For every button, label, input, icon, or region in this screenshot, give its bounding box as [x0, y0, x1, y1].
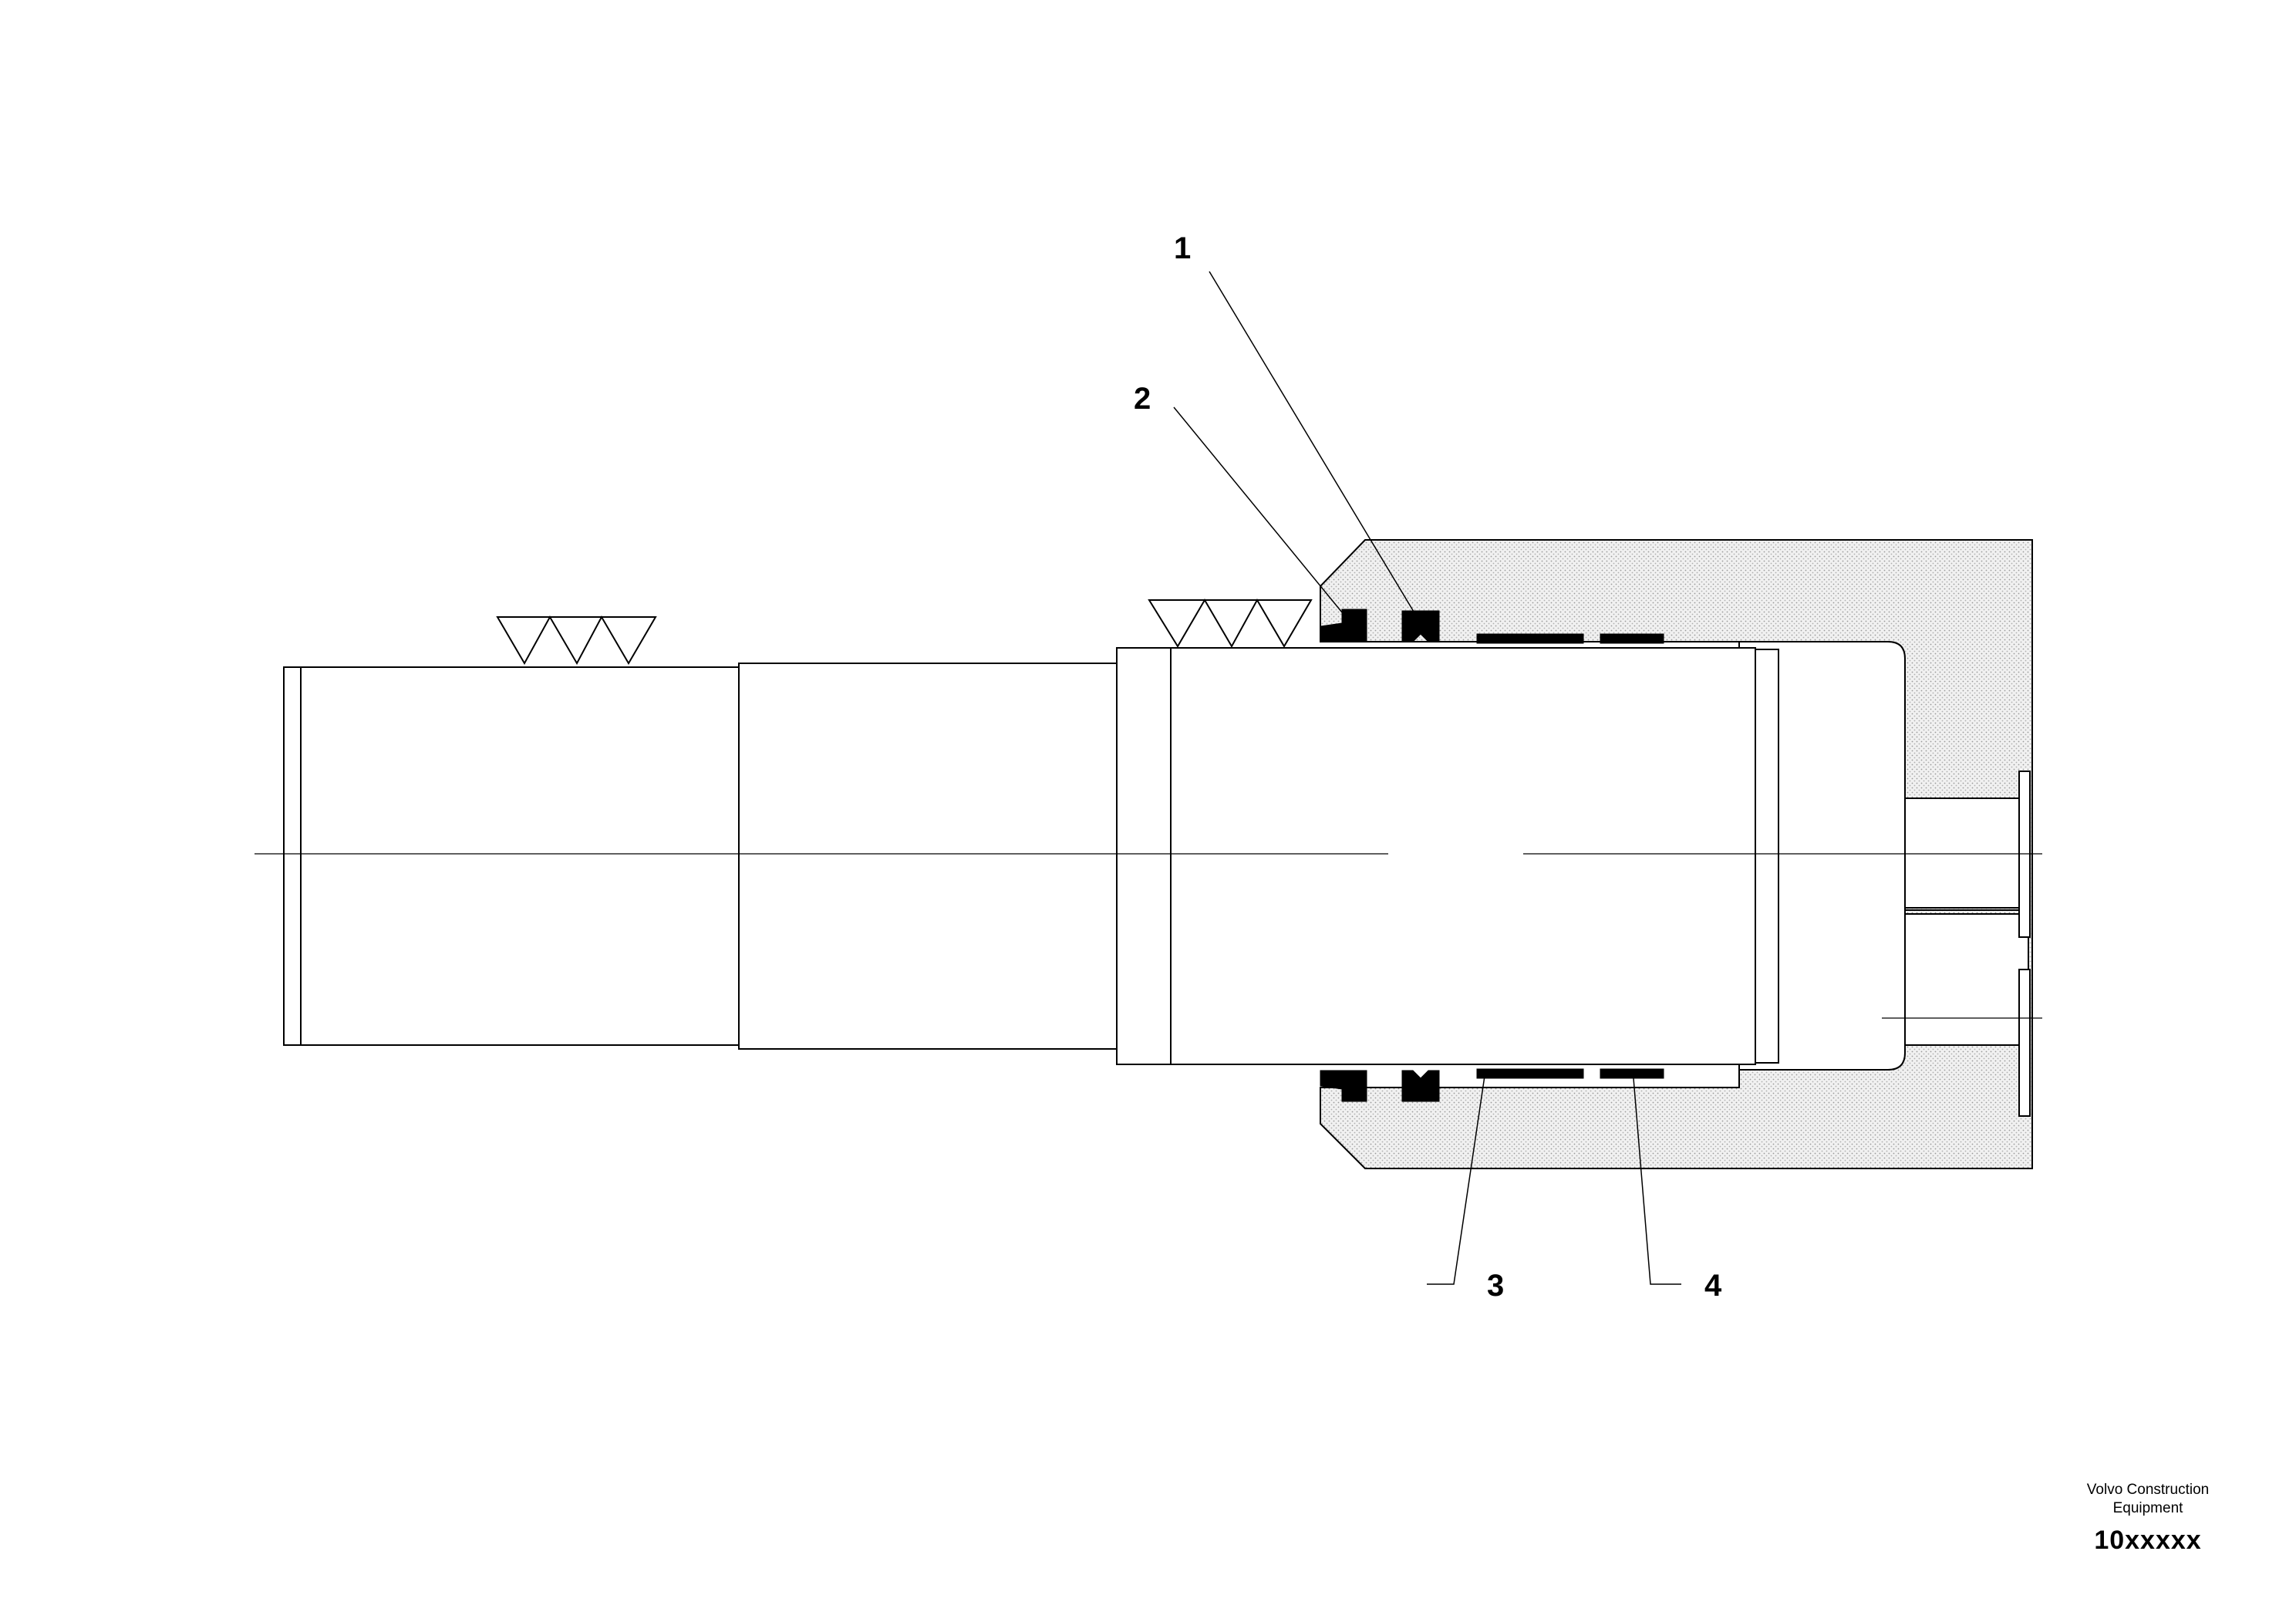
shaft-section-4 [1170, 647, 1756, 1065]
leader-lines [1173, 271, 1681, 1285]
housing-port [1904, 798, 2029, 909]
seal-4-upper [1600, 633, 1664, 644]
seal-4-lower [1600, 1068, 1664, 1079]
seal-3-upper [1476, 633, 1584, 644]
footer-block: Volvo Construction Equipment 10xxxxx [2055, 1481, 2240, 1556]
shaft-section-2 [738, 663, 1118, 1050]
surface-finish-symbol-right [1148, 598, 1313, 649]
seal-2-upper [1320, 609, 1367, 642]
seal-1-upper [1401, 610, 1440, 642]
seals-lower [1320, 1068, 1664, 1102]
port-flange-lower [2018, 969, 2031, 1117]
callout-3: 3 [1487, 1269, 1504, 1303]
callout-2: 2 [1134, 382, 1151, 416]
surface-finish-symbols [496, 598, 1313, 666]
shaft-section-1 [283, 666, 740, 1046]
centre-lines [255, 853, 2042, 1019]
shaft-end-chamfer [284, 666, 301, 1046]
seal-3-lower [1476, 1068, 1584, 1079]
leader-line-3 [1427, 1075, 1485, 1285]
callout-1: 1 [1174, 231, 1191, 265]
shaft-section-3 [1116, 647, 1172, 1065]
seals-upper [1320, 609, 1664, 644]
seal-1-lower [1401, 1070, 1440, 1102]
leader-line-4 [1633, 1077, 1681, 1285]
shaft-end-ring [1755, 649, 1779, 1064]
company-name-line-2: Equipment [2112, 1500, 2183, 1516]
housing [1320, 539, 2033, 1169]
company-name-line-1: Volvo Construction [2086, 1482, 2210, 1498]
housing-bore [1738, 641, 1906, 1071]
housing-port-lower [1904, 913, 2029, 1046]
leader-line-1 [1209, 271, 1421, 624]
shaft [283, 647, 1779, 1065]
callouts: 1 2 3 4 [1134, 231, 1722, 1303]
leader-line-2 [1173, 406, 1347, 618]
surface-finish-symbol-left [496, 615, 657, 666]
callout-4: 4 [1704, 1269, 1722, 1303]
drawing-code: 10xxxxx [2094, 1526, 2202, 1555]
seal-2-lower [1320, 1070, 1367, 1102]
